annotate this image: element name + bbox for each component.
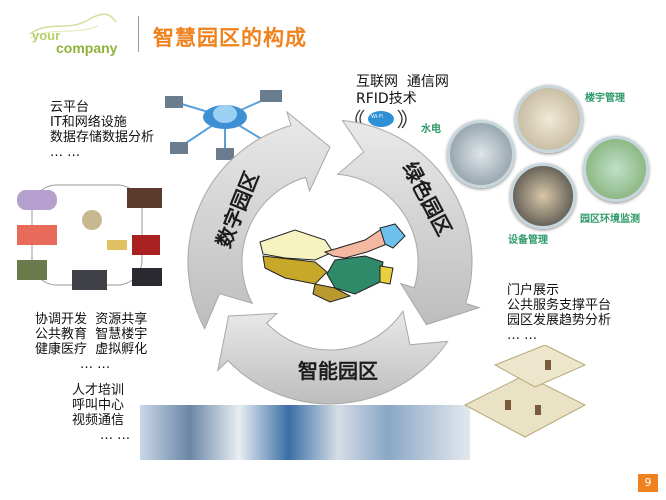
community-services-illustration	[12, 180, 162, 300]
portal-line: 公共服务支撑平台	[507, 298, 612, 313]
header-divider	[138, 16, 139, 52]
label-building-management: 楼宇管理	[585, 93, 625, 104]
services-block: 协调开发 资源共享 公共教育 智慧楼宇 健康医疗 虚拟孵化 … …	[35, 312, 147, 372]
network-line: 互联网 通信网	[356, 74, 449, 90]
cloud-line: IT和网络设施	[50, 115, 127, 130]
services-line: … …	[80, 357, 111, 372]
page-number: 9	[638, 474, 658, 492]
portal-line: … …	[507, 328, 538, 343]
network-line: RFID技术	[356, 91, 417, 107]
network-block: 互联网 通信网 RFID技术	[356, 74, 449, 108]
company-logo: your company	[28, 12, 118, 57]
photo-environment	[583, 136, 649, 202]
comms-line: … …	[100, 428, 131, 443]
services-line: 健康医疗 虚拟孵化	[35, 342, 148, 357]
cloud-line: … …	[50, 145, 81, 160]
portal-line: 园区发展趋势分析	[507, 313, 612, 328]
photo-building	[515, 85, 583, 153]
office-3d-illustration	[455, 344, 595, 445]
comms-line: 人才培训	[72, 383, 125, 398]
arrow-digital-park	[187, 110, 331, 330]
label-environment-monitoring: 园区环境监测	[580, 214, 640, 225]
segment-label-smart: 智能园区	[298, 359, 378, 383]
portal-line: 门户展示	[507, 283, 560, 298]
label-device-management: 设备管理	[508, 235, 548, 246]
page-title: 智慧园区的构成	[153, 26, 307, 50]
services-line: 协调开发 资源共享	[35, 312, 148, 327]
comms-line: 视频通信	[72, 413, 125, 428]
logo-line1: your	[32, 28, 61, 43]
logo-line2: company	[56, 40, 118, 56]
services-line: 公共教育 智慧楼宇	[35, 327, 148, 342]
portal-block: 门户展示 公共服务支撑平台 园区发展趋势分析 … …	[507, 283, 611, 343]
arrow-smart-park	[217, 309, 449, 405]
comms-line: 呼叫中心	[72, 398, 125, 413]
photo-equipment	[510, 163, 576, 229]
label-water-electric: 水电	[421, 124, 441, 135]
china-map	[259, 223, 406, 303]
wifi-label: Wi-Fi	[371, 114, 383, 120]
photo-water-electric	[447, 120, 515, 188]
cloud-block: 云平台 IT和网络设施 数据存储数据分析 … …	[50, 100, 154, 160]
video-communication-photos	[140, 405, 470, 460]
wifi-icon: Wi-Fi	[352, 108, 410, 130]
cloud-line: 数据存储数据分析	[50, 130, 155, 145]
cloud-line: 云平台	[50, 100, 90, 115]
arrow-green-park	[336, 119, 481, 326]
comms-block: 人才培训 呼叫中心 视频通信 … …	[72, 383, 130, 443]
